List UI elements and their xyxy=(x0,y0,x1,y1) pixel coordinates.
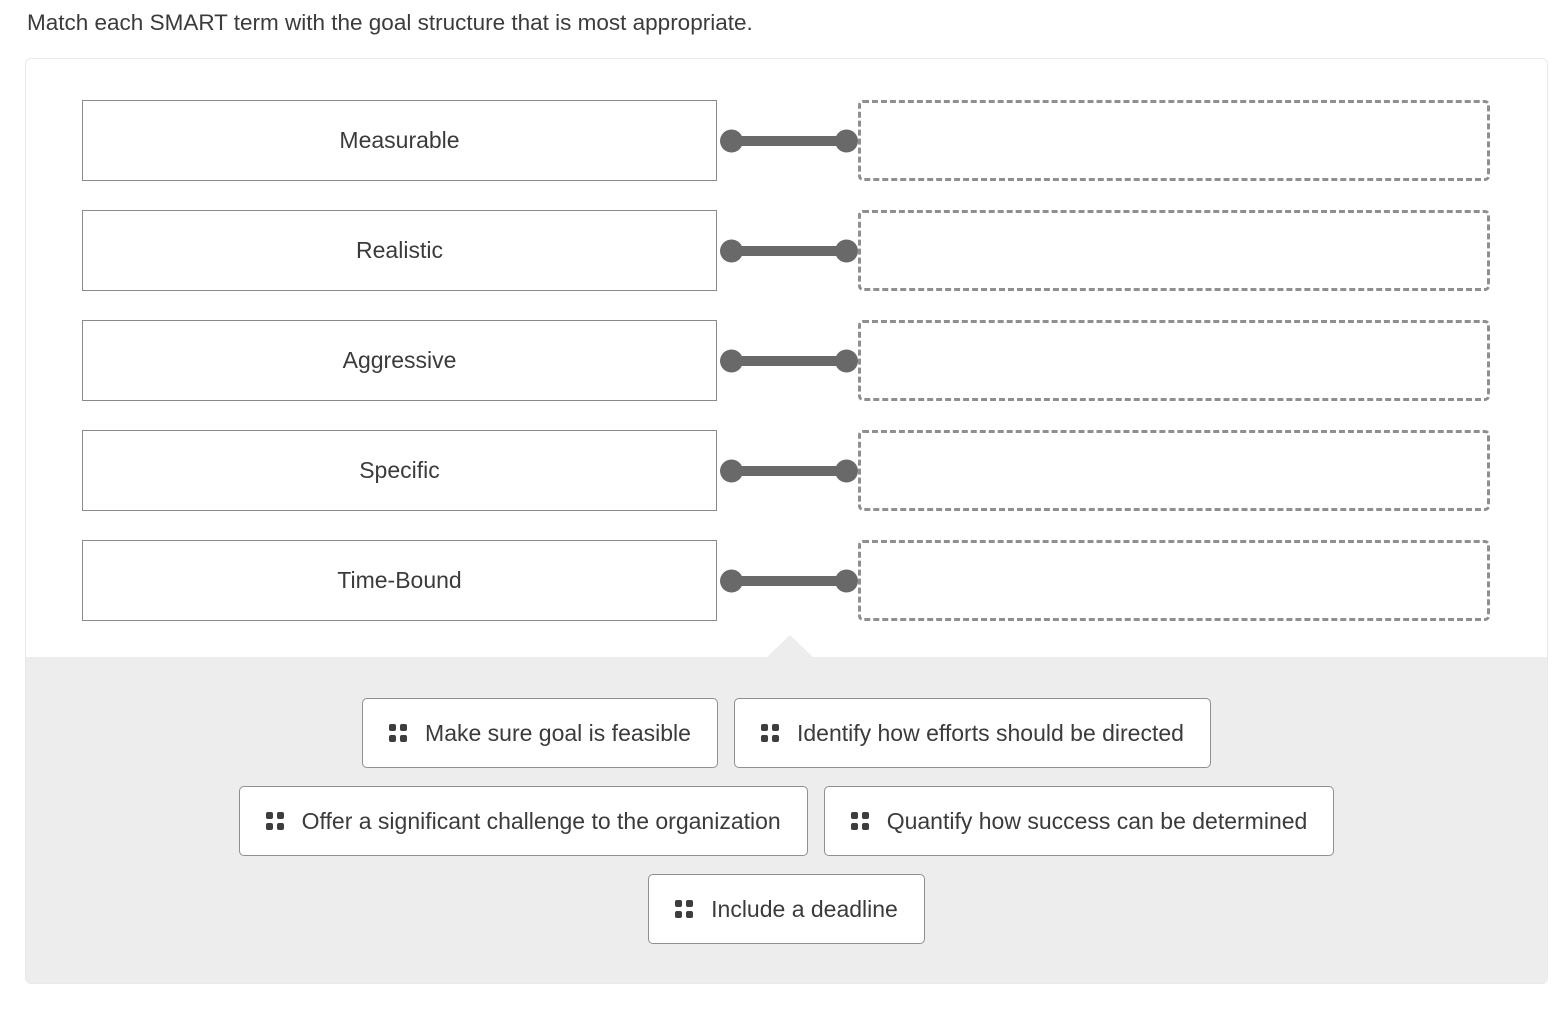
term-box-realistic: Realistic xyxy=(82,210,717,291)
connector xyxy=(717,100,858,181)
tray-notch xyxy=(767,635,813,657)
term-label: Time-Bound xyxy=(337,567,462,593)
term-label: Measurable xyxy=(339,127,460,153)
match-area: Measurable Realistic Aggressive xyxy=(26,59,1547,657)
drag-handle-icon xyxy=(760,724,779,742)
choice-chip-label: Identify how efforts should be directed xyxy=(796,719,1184,746)
term-label: Aggressive xyxy=(342,347,457,373)
choices-tray: Make sure goal is feasible Identify how … xyxy=(26,635,1547,983)
chip-row: Offer a significant challenge to the org… xyxy=(26,786,1547,856)
drop-target-aggressive[interactable] xyxy=(858,320,1490,401)
match-row: Realistic xyxy=(82,210,1547,291)
connector xyxy=(717,540,858,621)
choice-chip-label: Make sure goal is feasible xyxy=(425,719,691,746)
connector-bar xyxy=(722,355,855,366)
term-box-aggressive: Aggressive xyxy=(82,320,717,401)
connector-dot xyxy=(835,239,858,262)
term-box-specific: Specific xyxy=(82,430,717,511)
match-row: Aggressive xyxy=(82,320,1547,401)
matching-question-card: Measurable Realistic Aggressive xyxy=(25,58,1548,984)
term-label: Specific xyxy=(359,457,440,483)
match-row: Time-Bound xyxy=(82,540,1547,621)
choice-chip-label: Quantify how success can be determined xyxy=(886,807,1308,834)
term-label: Realistic xyxy=(356,237,443,263)
drop-target-time-bound[interactable] xyxy=(858,430,1490,511)
drop-target-5[interactable] xyxy=(858,540,1490,621)
match-row: Measurable xyxy=(82,100,1547,181)
drag-handle-icon xyxy=(265,812,284,830)
drag-handle-icon xyxy=(850,812,869,830)
connector-dot xyxy=(835,459,858,482)
connector-dot xyxy=(835,569,858,592)
drag-handle-icon xyxy=(389,724,408,742)
chip-row: Include a deadline xyxy=(26,874,1547,944)
choice-chip-label: Offer a significant challenge to the org… xyxy=(301,807,781,834)
drop-target-measurable[interactable] xyxy=(858,100,1490,181)
question-prompt: Match each SMART term with the goal stru… xyxy=(27,10,753,35)
connector xyxy=(717,430,858,511)
choice-chip-efforts-directed[interactable]: Identify how efforts should be directed xyxy=(733,698,1211,768)
choice-chip-include-deadline[interactable]: Include a deadline xyxy=(648,874,925,944)
connector-dot xyxy=(835,349,858,372)
connector xyxy=(717,210,858,291)
connector-dot xyxy=(835,129,858,152)
choice-chip-feasible[interactable]: Make sure goal is feasible xyxy=(362,698,718,768)
choice-chip-significant-challenge[interactable]: Offer a significant challenge to the org… xyxy=(238,786,808,856)
term-box-measurable: Measurable xyxy=(82,100,717,181)
connector xyxy=(717,320,858,401)
choice-chip-quantify-success[interactable]: Quantify how success can be determined xyxy=(823,786,1335,856)
connector-bar xyxy=(722,135,855,146)
choice-chip-label: Include a deadline xyxy=(711,895,898,922)
chip-row: Make sure goal is feasible Identify how … xyxy=(26,698,1547,768)
match-row: Specific xyxy=(82,430,1547,511)
connector-bar xyxy=(722,575,855,586)
drop-target-realistic[interactable] xyxy=(858,210,1490,291)
term-box-time-bound: Time-Bound xyxy=(82,540,717,621)
connector-bar xyxy=(722,245,855,256)
drag-handle-icon xyxy=(675,900,694,918)
connector-bar xyxy=(722,465,855,476)
